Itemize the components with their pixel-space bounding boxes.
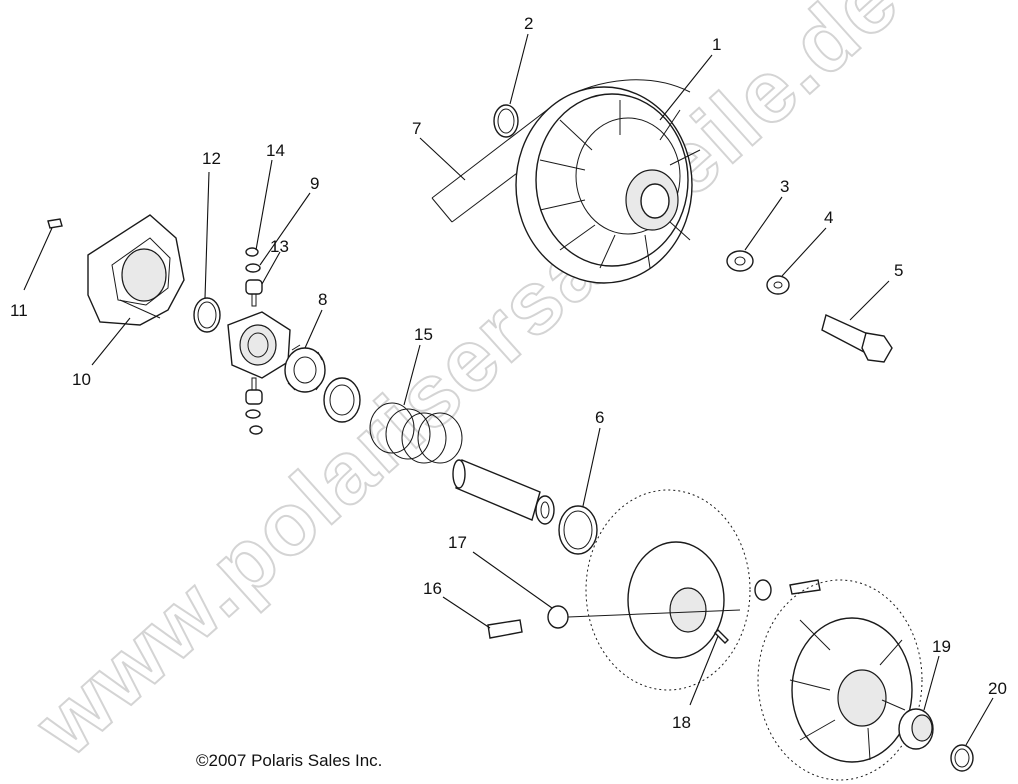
part-bearing — [898, 708, 934, 750]
leader-16 — [442, 596, 491, 629]
callout-17: 17 — [448, 533, 467, 552]
part-washer-large — [726, 250, 754, 272]
leader-4 — [781, 227, 827, 277]
part-washer-upper — [245, 263, 261, 273]
part-cover-housing — [87, 214, 185, 326]
part-roller-bushing — [547, 605, 741, 629]
callouts: 1 2 3 4 5 6 7 8 9 10 11 12 13 14 15 16 1… — [10, 14, 1007, 732]
callout-15: 15 — [414, 325, 433, 344]
callout-8: 8 — [318, 290, 327, 309]
leader-3 — [744, 196, 783, 251]
part-washer-small — [766, 275, 790, 295]
leader-20 — [965, 697, 994, 746]
part-retainer-plate — [284, 344, 326, 393]
leader-7 — [419, 137, 466, 181]
watermark-text: www.polarisersatzteile.de — [16, 0, 917, 775]
callout-14: 14 — [266, 141, 285, 160]
callout-9: 9 — [310, 174, 319, 193]
leader-9 — [259, 192, 311, 266]
part-driven-clutch-assembly — [515, 86, 701, 284]
leader-18 — [689, 635, 719, 706]
part-hex-bolt — [821, 314, 893, 363]
part-o-ring-middle — [558, 505, 598, 555]
leader-1 — [659, 54, 713, 121]
callout-20: 20 — [988, 679, 1007, 698]
leader-6 — [582, 427, 601, 507]
part-o-ring-top — [493, 104, 519, 138]
part-roller-lower — [245, 377, 263, 405]
part-clip-upper — [245, 247, 259, 257]
callout-13: 13 — [270, 237, 289, 256]
callout-12: 12 — [202, 149, 221, 168]
leader-10 — [91, 317, 131, 366]
callout-16: 16 — [423, 579, 442, 598]
part-spider-cam — [227, 311, 291, 379]
part-snap-ring-left — [193, 297, 221, 333]
callout-18: 18 — [672, 713, 691, 732]
copyright-text: ©2007 Polaris Sales Inc. — [196, 751, 382, 770]
callout-19: 19 — [932, 637, 951, 656]
leader-12 — [204, 171, 210, 299]
part-snap-ring-right — [950, 744, 974, 772]
callout-7: 7 — [412, 119, 421, 138]
part-moveable-sheave — [585, 489, 751, 691]
leader-5 — [849, 280, 890, 321]
leader-15 — [403, 344, 421, 406]
part-fixed-sheave — [757, 579, 923, 781]
callout-3: 3 — [780, 177, 789, 196]
callout-6: 6 — [595, 408, 604, 427]
leader-lines — [23, 33, 994, 746]
leader-19 — [923, 655, 940, 711]
leader-2 — [509, 33, 529, 105]
part-spring-seat — [323, 377, 361, 423]
part-dowel-pin — [714, 629, 729, 644]
callout-1: 1 — [712, 35, 721, 54]
part-washer-lower — [245, 409, 261, 419]
watermark: www.polarisersatzteile.de — [15, 0, 918, 776]
callout-11: 11 — [10, 301, 28, 320]
leader-17 — [472, 551, 553, 609]
part-clip-lower — [249, 425, 263, 435]
leader-8 — [304, 309, 323, 349]
callout-5: 5 — [894, 261, 903, 280]
callout-4: 4 — [824, 208, 833, 227]
part-shaft-spacer — [452, 459, 555, 525]
part-pin-bolt — [487, 619, 523, 639]
leader-13 — [261, 251, 281, 285]
callout-10: 10 — [72, 370, 91, 389]
leader-11 — [23, 227, 53, 291]
callout-2: 2 — [524, 14, 533, 33]
part-roller-upper — [245, 279, 263, 307]
leader-14 — [255, 159, 273, 251]
part-roller-right — [754, 579, 821, 601]
part-coil-spring — [369, 402, 463, 464]
part-small-screw — [47, 218, 63, 229]
